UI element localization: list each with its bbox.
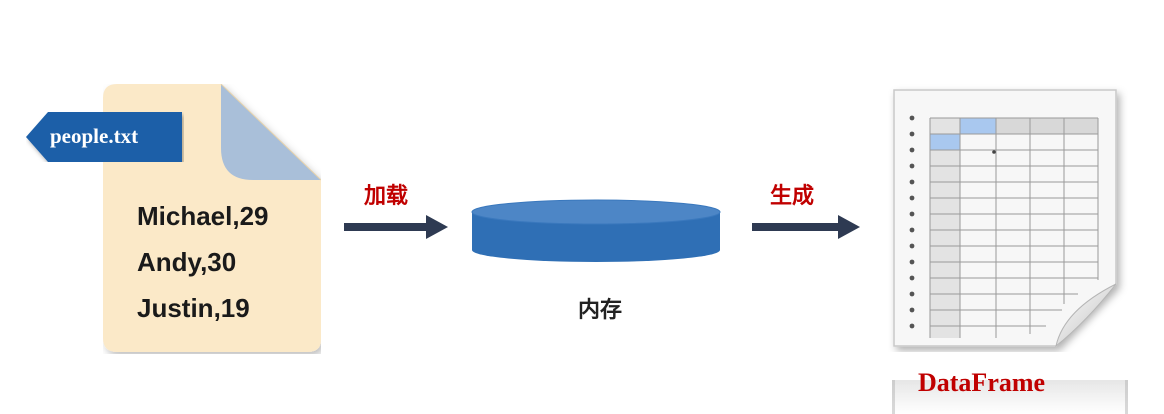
file-line: Justin,19 bbox=[137, 293, 250, 323]
file-line: Michael,29 bbox=[137, 201, 269, 231]
load-label: 加载 bbox=[364, 184, 409, 209]
filename-tag bbox=[26, 112, 182, 162]
dataframe-label: DataFrame bbox=[918, 368, 1046, 397]
filename-label: people.txt bbox=[50, 124, 139, 148]
memory-label: 内存 bbox=[577, 298, 622, 323]
arrow-right-icon bbox=[752, 215, 860, 239]
file-line: Andy,30 bbox=[137, 247, 237, 277]
file-content: Michael,29 Andy,30 Justin,19 bbox=[137, 193, 269, 331]
dataframe-reflection bbox=[892, 380, 1128, 414]
memory-cylinder-icon bbox=[471, 199, 721, 262]
spreadsheet-icon bbox=[893, 89, 1117, 348]
generate-label: 生成 bbox=[770, 184, 815, 209]
arrow-right-icon bbox=[344, 215, 448, 239]
